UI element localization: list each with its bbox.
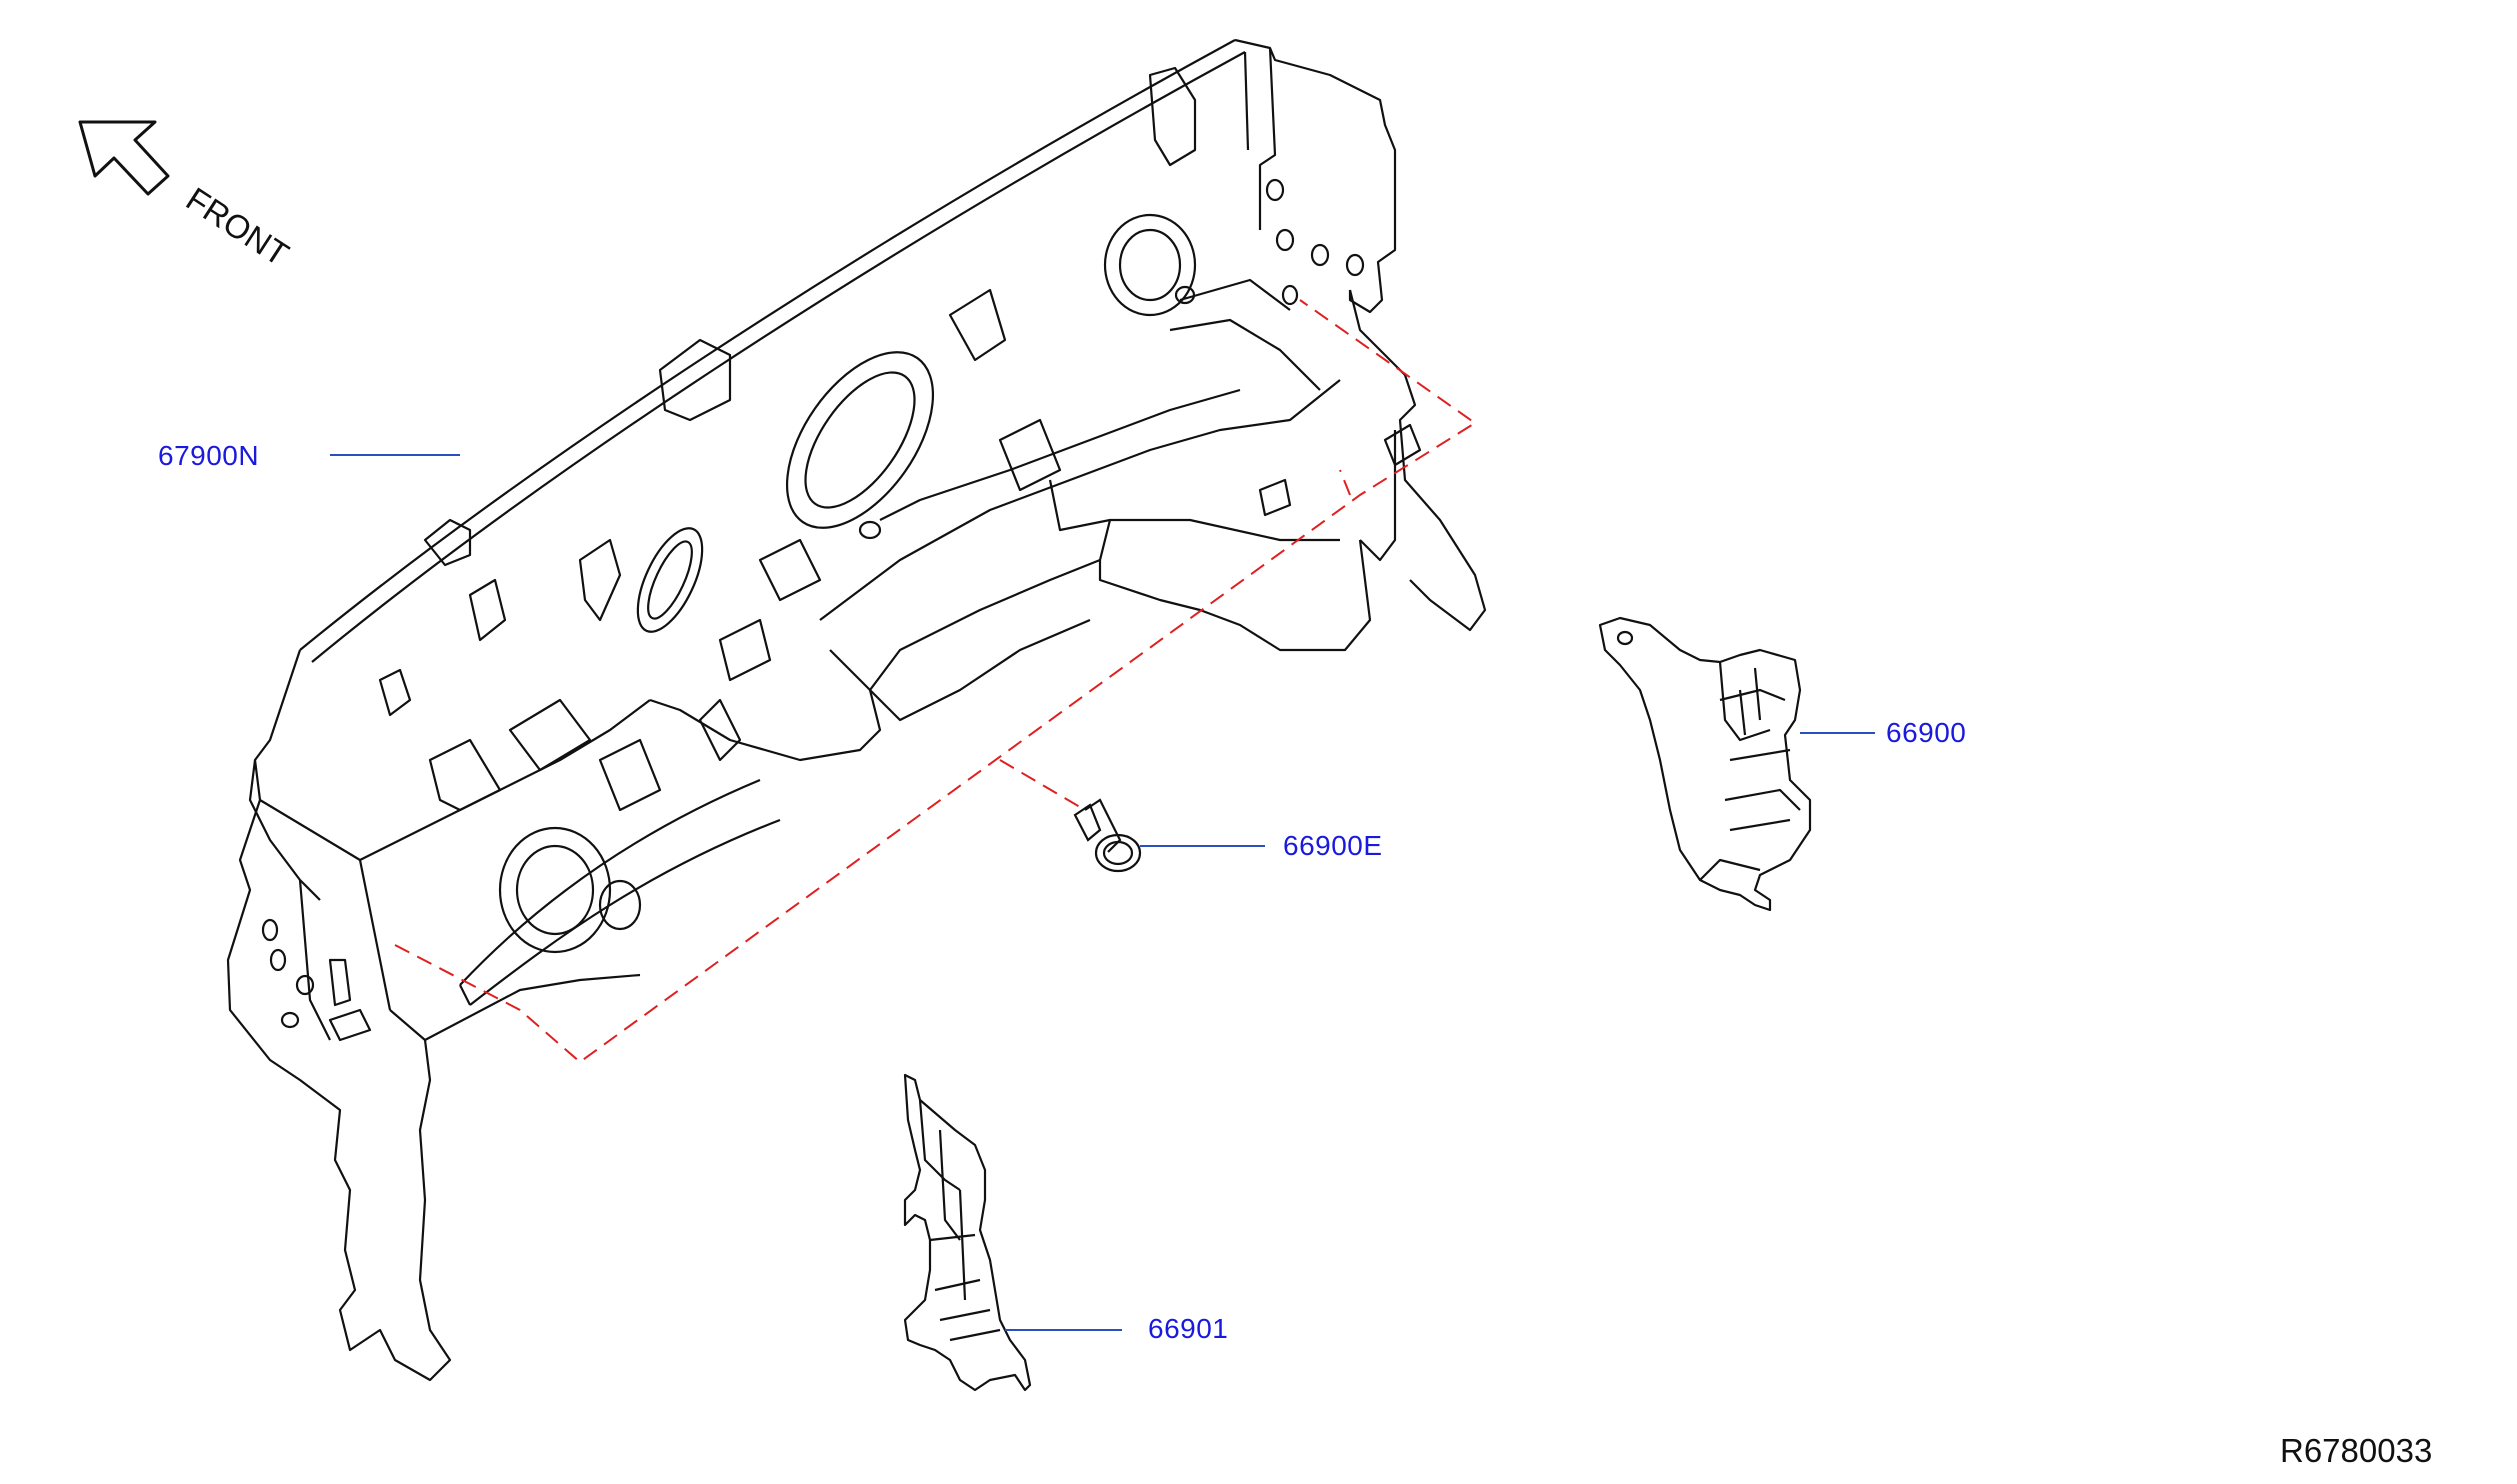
callout-clip[interactable]: 66900E — [1283, 830, 1383, 861]
callout-left-bracket[interactable]: 66901 — [1148, 1313, 1229, 1344]
dash-insulator-part[interactable] — [226, 38, 1487, 1382]
front-arrow-icon — [78, 120, 170, 196]
callout-right-bracket[interactable]: 66900 — [1886, 717, 1967, 748]
callout-dash-insulator[interactable]: 67900N — [158, 440, 260, 471]
phantom-lines — [394, 299, 1477, 1064]
right-bracket-part[interactable] — [1598, 616, 1812, 912]
leader-lines — [330, 454, 1875, 1331]
clip-part[interactable] — [1073, 798, 1142, 873]
left-bracket-part[interactable] — [903, 1073, 1032, 1392]
reference-code: R6780033 — [2280, 1432, 2433, 1469]
